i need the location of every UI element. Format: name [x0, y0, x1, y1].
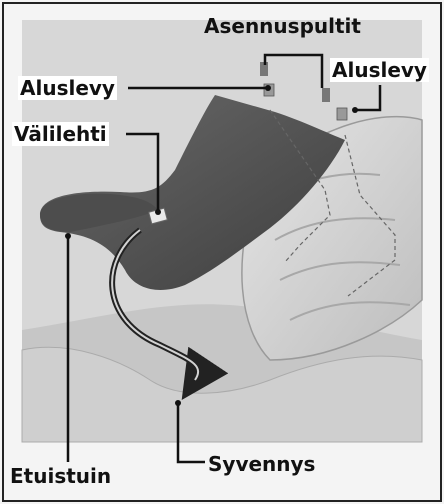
- label-base-plate-right: Aluslevy: [330, 58, 429, 82]
- label-front-seat: Etuistuin: [10, 464, 111, 488]
- label-mounting-bolts: Asennuspultit: [204, 14, 361, 38]
- label-base-plate-left: Aluslevy: [18, 76, 117, 100]
- label-recess: Syvennys: [208, 452, 315, 476]
- label-tab: Välilehti: [12, 122, 109, 146]
